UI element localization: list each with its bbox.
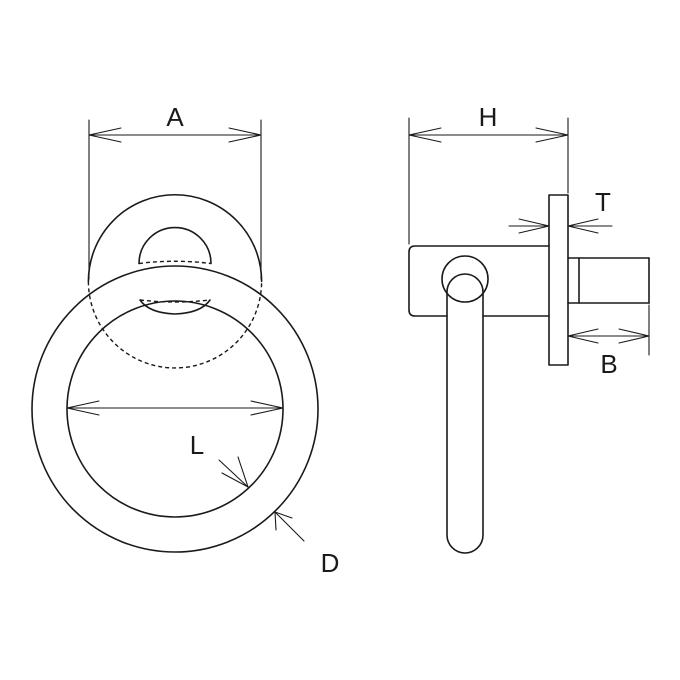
dim-t-arrow-left — [518, 218, 550, 234]
ring-inner — [66, 300, 284, 518]
dim-l-arrow-left — [66, 400, 100, 416]
dim-d-label: D — [321, 548, 340, 578]
base-plate-outline — [87, 194, 263, 283]
eye-boss-side — [139, 299, 211, 315]
dim-a-arrow-right — [228, 127, 262, 143]
dim-h-arrow-right — [535, 127, 569, 143]
dim-b-arrow-left — [567, 328, 599, 344]
dim-h-arrow-left — [408, 127, 442, 143]
dim-h-label: H — [479, 102, 498, 132]
dim-t-arrow-right — [567, 218, 599, 234]
dim-d-leader — [274, 511, 305, 542]
dim-a-label: A — [166, 102, 184, 132]
dim-a-arrow-left — [88, 127, 122, 143]
dim-b-arrow-right — [618, 328, 650, 344]
dim-t-label: T — [595, 187, 611, 217]
ring-side — [446, 273, 484, 554]
dim-b-label: B — [600, 349, 617, 379]
dim-d-leader-arrow — [274, 511, 293, 531]
dim-l-label: L — [190, 430, 204, 460]
ring-outer — [31, 265, 319, 553]
side-view: H T B — [408, 102, 650, 554]
eye-boss-outline — [138, 226, 212, 265]
dim-l-leader — [218, 459, 249, 488]
eye-boss-hidden-top — [138, 260, 212, 265]
eye-hole — [441, 255, 489, 303]
dim-l-arrow-right — [250, 400, 284, 416]
base-plate-side — [548, 194, 569, 366]
base-plate-hidden-edge — [87, 281, 263, 369]
eye-boss-hidden-bottom — [139, 299, 211, 303]
dim-l-leader-arrow — [221, 456, 249, 489]
body-block — [408, 245, 550, 317]
front-view: A L D — [31, 102, 340, 578]
